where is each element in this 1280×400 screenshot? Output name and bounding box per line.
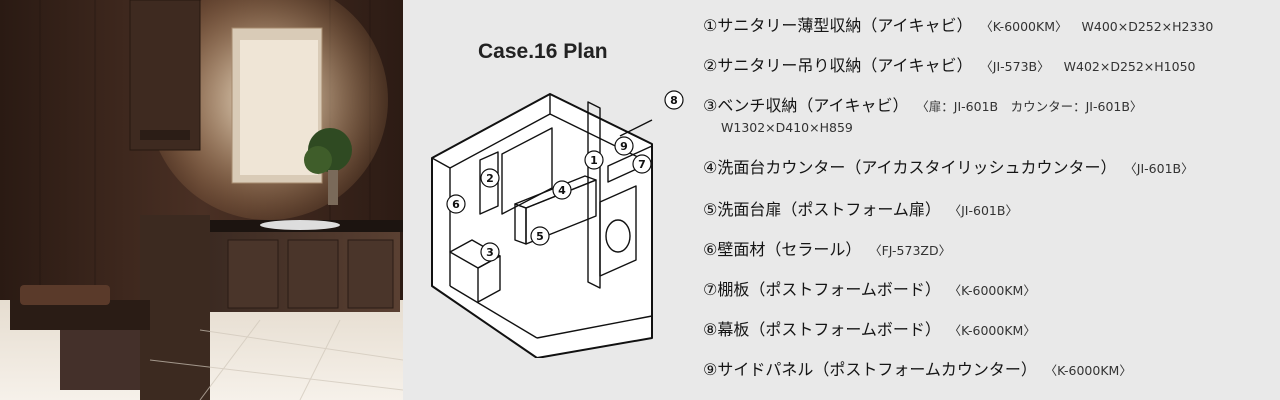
legend-num-6: ⑥ (703, 240, 718, 259)
plan-marker-1: 1 (584, 150, 604, 170)
legend-code-8: 〈K-6000KM〉 (954, 323, 1036, 338)
legend-dims-2: W402×D252×H1050 (1063, 59, 1196, 74)
svg-text:8: 8 (670, 94, 678, 107)
legend-item-3: ③ベンチ収納（アイキャビ） 〈扉：JI-601B カウンター：JI-601B〉 W… (703, 92, 1142, 135)
svg-text:3: 3 (486, 246, 494, 259)
legend-num-3: ③ (703, 96, 718, 115)
legend-name-5: 洗面台扉（ポストフォーム扉） (717, 200, 941, 219)
legend-code-1: 〈K-6000KM〉 (986, 19, 1068, 34)
svg-text:1: 1 (590, 154, 598, 167)
legend-name-4: 洗面台カウンター（アイカスタイリッシュカウンター） (717, 158, 1117, 177)
legend-num-2: ② (703, 56, 718, 75)
legend-item-1: ①サニタリー薄型収納（アイキャビ） 〈K-6000KM〉 W400×D252×H23… (703, 12, 1213, 36)
legend-num-7: ⑦ (703, 280, 718, 299)
legend-item-9: ⑨サイドパネル（ポストフォームカウンター） 〈K-6000KM〉 (703, 356, 1132, 380)
legend-code-3: 〈扉：JI-601B カウンター：JI-601B〉 (922, 99, 1143, 114)
legend-name-9: サイドパネル（ポストフォームカウンター） (717, 360, 1037, 379)
legend-code-5: 〈JI-601B〉 (954, 203, 1018, 218)
legend-code-2: 〈JI-573B〉 (986, 59, 1050, 74)
plan-marker-9: 9 (614, 136, 634, 156)
svg-text:4: 4 (558, 184, 566, 197)
plan-marker-6: 6 (446, 194, 466, 214)
plan-marker-5: 5 (530, 226, 550, 246)
svg-text:5: 5 (536, 230, 544, 243)
legend-dims-1: W400×D252×H2330 (1081, 19, 1214, 34)
legend-code-6: 〈FJ-573ZD〉 (875, 243, 952, 258)
legend-item-2: ②サニタリー吊り収納（アイキャビ） 〈JI-573B〉 W402×D252×H105… (703, 52, 1196, 76)
legend-item-5: ⑤洗面台扉（ポストフォーム扉） 〈JI-601B〉 (703, 196, 1018, 220)
plan-marker-3: 3 (480, 242, 500, 262)
legend-num-8: ⑧ (703, 320, 718, 339)
legend-name-2: サニタリー吊り収納（アイキャビ） (717, 56, 973, 75)
floor-plan-diagram: 1 2 3 4 5 6 7 8 9 (431, 90, 684, 358)
svg-text:2: 2 (486, 172, 494, 185)
legend-code-4: 〈JI-601B〉 (1130, 161, 1194, 176)
plan-marker-4: 4 (552, 180, 572, 200)
plan-marker-7: 7 (632, 154, 652, 174)
legend-name-8: 幕板（ポストフォームボード） (717, 320, 941, 339)
legend-item-6: ⑥壁面材（セラール） 〈FJ-573ZD〉 (703, 236, 951, 260)
legend-num-4: ④ (703, 158, 718, 177)
legend-num-1: ① (703, 16, 718, 35)
svg-text:9: 9 (620, 140, 628, 153)
legend-item-4: ④洗面台カウンター（アイカスタイリッシュカウンター） 〈JI-601B〉 (703, 154, 1194, 178)
plan-title: Case.16 Plan (478, 40, 608, 63)
legend-item-7: ⑦棚板（ポストフォームボード） 〈K-6000KM〉 (703, 276, 1036, 300)
legend-code-9: 〈K-6000KM〉 (1050, 363, 1132, 378)
legend-num-5: ⑤ (703, 200, 718, 219)
svg-text:7: 7 (638, 158, 646, 171)
bathroom-photo-image (0, 0, 403, 400)
legend-num-9: ⑨ (703, 360, 718, 379)
legend-name-7: 棚板（ポストフォームボード） (717, 280, 941, 299)
legend-name-6: 壁面材（セラール） (717, 240, 862, 259)
legend-name-1: サニタリー薄型収納（アイキャビ） (717, 16, 973, 35)
plan-marker-2: 2 (480, 168, 500, 188)
legend-name-3: ベンチ収納（アイキャビ） (717, 96, 909, 115)
svg-text:6: 6 (452, 198, 460, 211)
plan-marker-8: 8 (664, 90, 684, 110)
legend-dims-3: W1302×D410×H859 (721, 120, 853, 135)
legend-code-7: 〈K-6000KM〉 (954, 283, 1036, 298)
bathroom-photo (0, 0, 403, 400)
legend-item-8: ⑧幕板（ポストフォームボード） 〈K-6000KM〉 (703, 316, 1036, 340)
